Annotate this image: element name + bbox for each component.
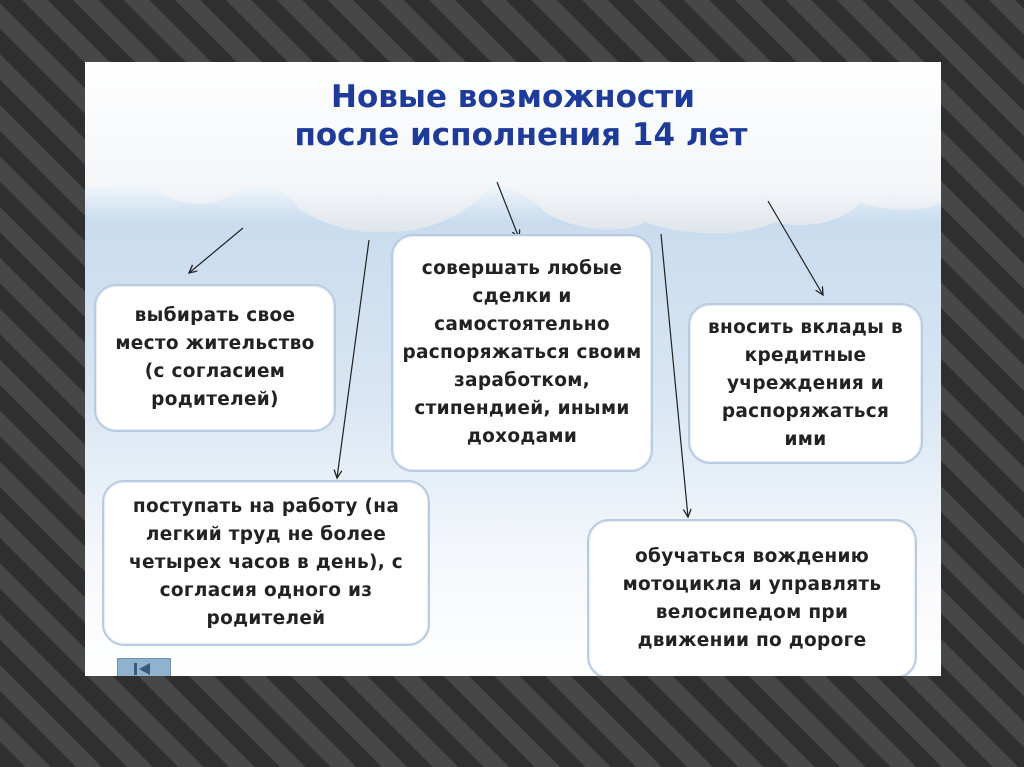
arrow-to-deals [496, 181, 519, 238]
box-work-text: поступать на работу (на легкий труд не б… [128, 496, 404, 629]
box-deals: совершать любые сделки и самостоятельно … [391, 234, 653, 472]
slide: Новые возможности после исполнения 14 ле… [85, 62, 941, 676]
box-deposits-text: вносить вклады в кредитные учреждения и … [708, 316, 903, 450]
box-driving-text: обучаться вождению мотоцикла и управлять… [622, 546, 882, 651]
cloud-shape [85, 62, 941, 234]
title-line-2: после исполнения 14 лет [294, 117, 748, 153]
box-deposits: вносить вклады в кредитные учреждения и … [688, 303, 923, 464]
back-to-start-icon [134, 663, 150, 675]
box-residence: выбирать свое место жительство (с соглас… [94, 284, 336, 432]
arrow-to-driving [660, 233, 688, 517]
box-work: поступать на работу (на легкий труд не б… [102, 480, 430, 646]
back-to-start-button[interactable] [117, 658, 171, 676]
box-deals-text: совершать любые сделки и самостоятельно … [402, 258, 642, 447]
arrows [85, 181, 941, 676]
box-residence-text: выбирать свое место жительство (с соглас… [115, 305, 315, 410]
arrow-to-work [337, 239, 370, 478]
slide-title: Новые возможности после исполнения 14 ле… [85, 78, 941, 154]
box-driving: обучаться вождению мотоцикла и управлять… [587, 519, 917, 676]
title-line-1: Новые возможности [331, 79, 695, 115]
arrow-to-residence [189, 227, 244, 273]
arrow-to-deposits [767, 200, 823, 295]
